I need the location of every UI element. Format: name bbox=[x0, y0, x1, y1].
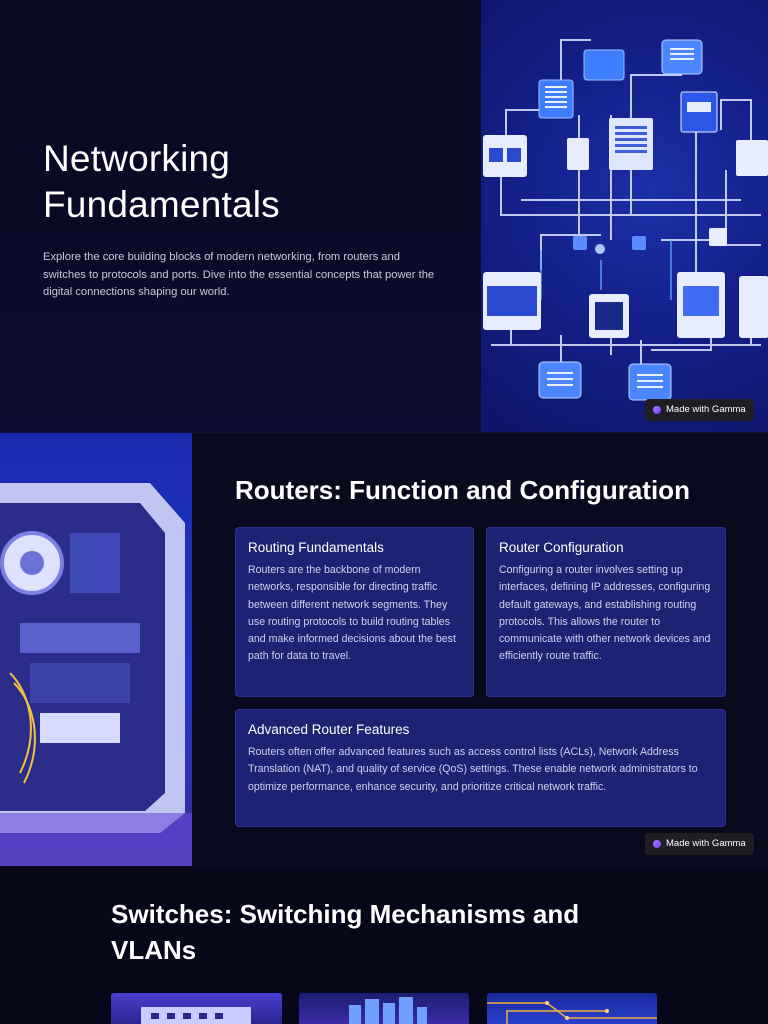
card-advanced-router-features: Advanced Router Features Routers often o… bbox=[235, 709, 726, 827]
card-title: Routing Fundamentals bbox=[248, 540, 384, 555]
router-hardware-image bbox=[0, 433, 192, 866]
card-title: Advanced Router Features bbox=[248, 722, 410, 737]
network-city-thumbnail bbox=[349, 997, 427, 1024]
switch-image-3 bbox=[487, 993, 657, 1024]
card-body: Routers are the backbone of modern netwo… bbox=[248, 564, 456, 663]
badge-label: Made with Gamma bbox=[666, 838, 746, 849]
card-body: Configuring a router involves setting up… bbox=[499, 564, 711, 663]
slide-description: Explore the core building blocks of mode… bbox=[43, 251, 435, 298]
made-with-gamma-badge[interactable]: Made with Gamma bbox=[645, 399, 754, 421]
switch-hardware-thumbnail bbox=[141, 1007, 251, 1024]
slide-networking-fundamentals: Networking Fundamentals Explore the core… bbox=[0, 0, 768, 432]
router-hardware-illustration bbox=[0, 483, 192, 866]
badge-label: Made with Gamma bbox=[666, 404, 746, 415]
gamma-logo-icon bbox=[653, 840, 661, 848]
network-diagram-image bbox=[481, 0, 768, 432]
slide-heading: Routers: Function and Configuration bbox=[235, 475, 690, 505]
card-body: Routers often offer advanced features su… bbox=[248, 746, 698, 793]
switch-image-1 bbox=[111, 993, 282, 1024]
network-diagram-illustration bbox=[483, 39, 768, 401]
slide-routers: Routers: Function and Configuration Rout… bbox=[0, 432, 768, 866]
card-title: Router Configuration bbox=[499, 540, 624, 555]
card-router-configuration: Router Configuration Configuring a route… bbox=[486, 527, 726, 697]
slide-heading: Switches: Switching Mechanisms and VLANs bbox=[111, 899, 580, 965]
card-routing-fundamentals: Routing Fundamentals Routers are the bac… bbox=[235, 527, 474, 697]
gamma-logo-icon bbox=[653, 406, 661, 414]
made-with-gamma-badge[interactable]: Made with Gamma bbox=[645, 833, 754, 855]
circuit-thumbnail bbox=[487, 1001, 657, 1024]
switch-image-2 bbox=[299, 993, 469, 1024]
slide-title: Networking Fundamentals bbox=[43, 138, 280, 225]
slide-switches: Switches: Switching Mechanisms and VLANs bbox=[0, 866, 768, 1024]
